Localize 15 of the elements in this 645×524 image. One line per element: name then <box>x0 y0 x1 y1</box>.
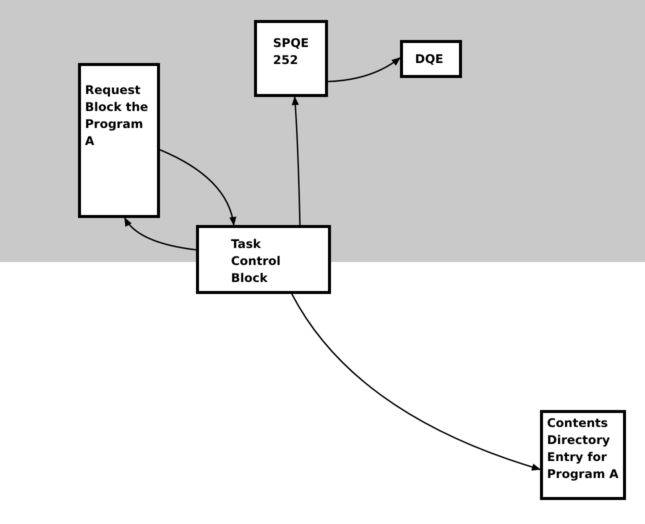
process-box <box>254 20 328 97</box>
box-text: DQE <box>415 51 444 68</box>
box-text: SPQE 252 <box>273 35 310 69</box>
arrow <box>160 149 236 226</box>
arrow <box>291 294 541 470</box>
process-box <box>78 63 160 218</box>
box-text: Request Block the Program A <box>85 82 150 150</box>
box-text: Task Control Block <box>231 236 278 287</box>
arrow <box>124 217 196 251</box>
process-box <box>540 410 626 500</box>
process-box <box>196 225 331 294</box>
arrow <box>328 57 401 82</box>
box-text: Contents Directory Entry for Program A <box>547 415 620 483</box>
arrow <box>292 96 301 226</box>
process-box <box>400 40 462 78</box>
